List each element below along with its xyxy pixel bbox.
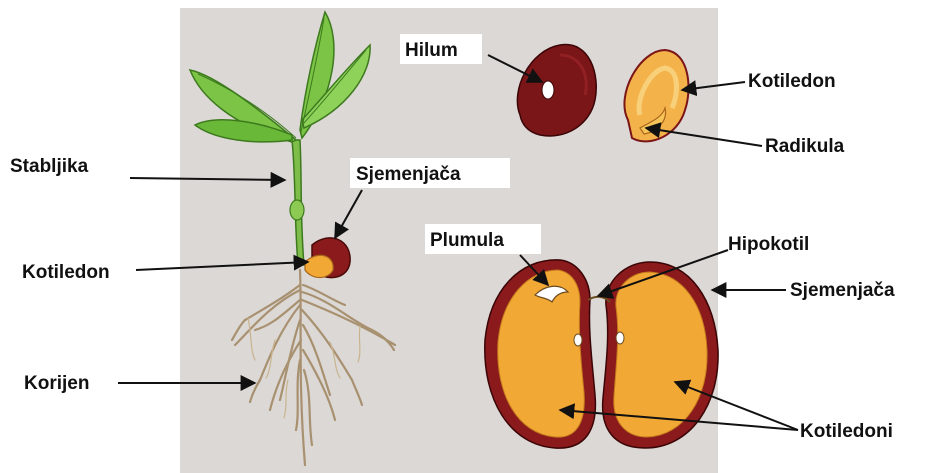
sjemenjaca-right-label: Sjemenjača <box>790 280 895 301</box>
plumula-label: Plumula <box>430 230 504 251</box>
sjemenjaca-left-label: Sjemenjača <box>356 164 461 185</box>
seedling-cotyledon <box>305 255 333 277</box>
hilum-mark <box>542 81 554 99</box>
hipokotil-label: Hipokotil <box>728 234 809 255</box>
korijen-label: Korijen <box>24 373 89 394</box>
radikula-label: Radikula <box>765 136 845 157</box>
kotiledoni-label: Kotiledoni <box>800 421 893 442</box>
kotiledon-left-label: Kotiledon <box>22 262 110 283</box>
stabljika-label: Stabljika <box>10 156 89 177</box>
kotiledon-top-label: Kotiledon <box>748 71 836 92</box>
hilum-label: Hilum <box>405 40 458 61</box>
